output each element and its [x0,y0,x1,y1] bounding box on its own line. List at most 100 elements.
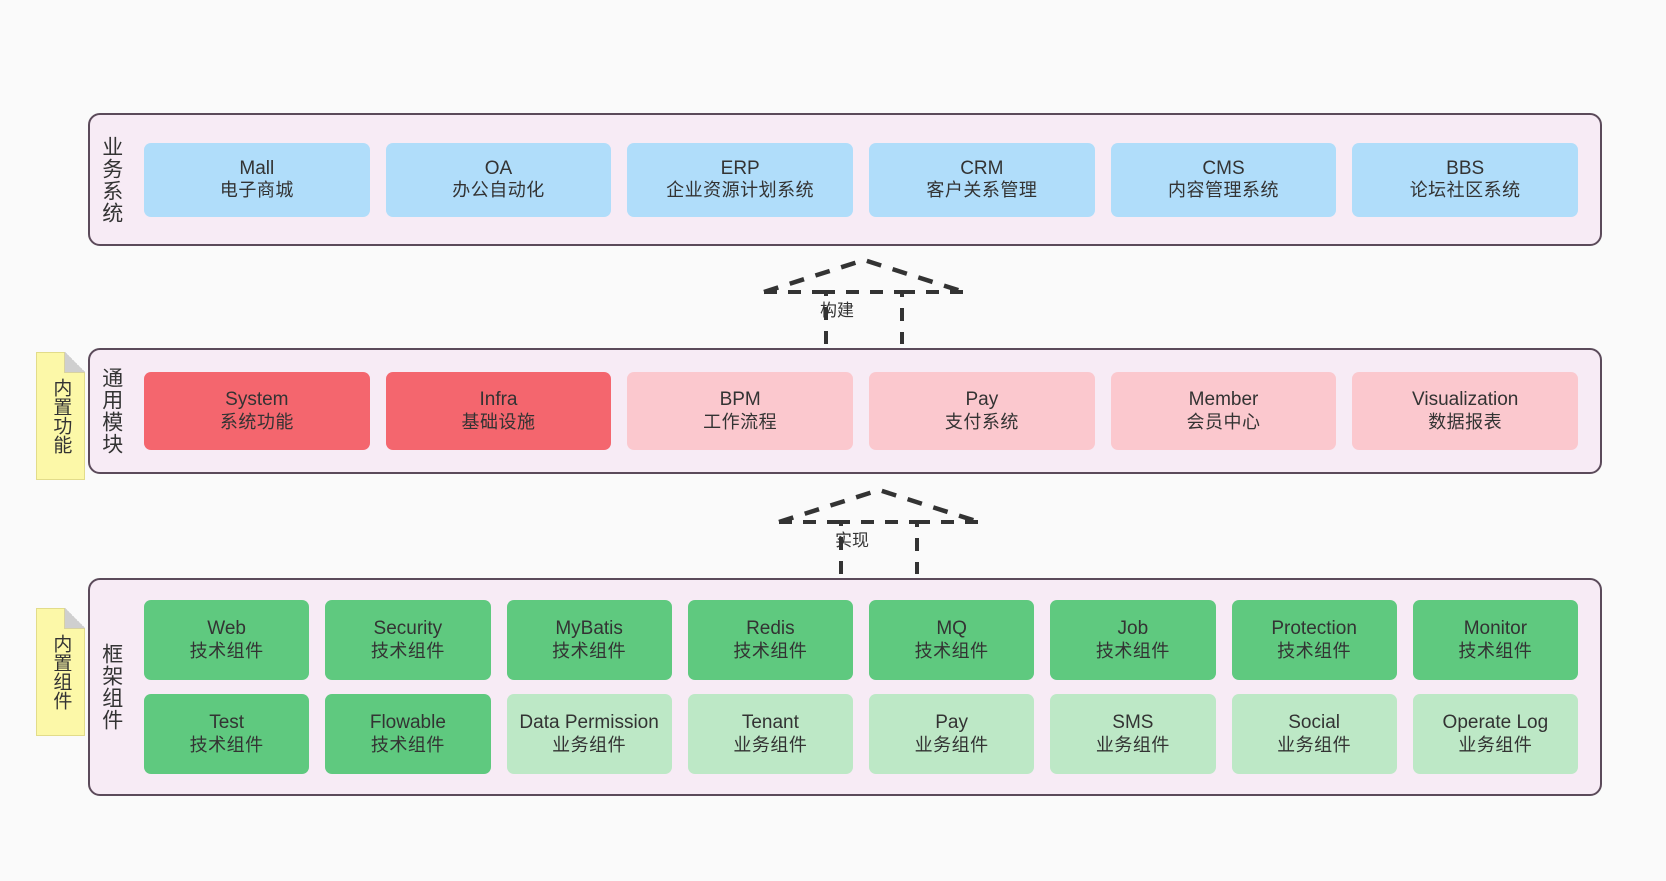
layer-label-common-module: 通用模块 [99,367,123,455]
card-subtitle: 系统功能 [219,411,294,432]
card-subtitle: 技术组件 [552,640,627,661]
card-subtitle: 技术组件 [733,640,808,661]
card-subtitle: 技术组件 [1095,640,1170,661]
card-job[interactable]: Job 技术组件 [1050,600,1216,680]
card-subtitle: 业务组件 [733,734,808,755]
card-title: CRM [960,157,1004,179]
card-title: Tenant [741,712,799,734]
card-row: System 系统功能 Infra 基础设施 BPM 工作流程 Pay 支付系统… [136,372,1586,450]
card-title: Job [1117,618,1149,640]
card-title: Redis [746,618,795,640]
card-title: Monitor [1463,618,1528,640]
card-social[interactable]: Social 业务组件 [1231,694,1397,774]
card-visualization[interactable]: Visualization 数据报表 [1352,372,1579,450]
arrow-build-glyph [763,257,965,344]
card-test[interactable]: Test 技术组件 [144,694,310,774]
card-title: Data Permission [519,712,659,734]
card-title: BPM [719,389,761,411]
card-sms[interactable]: SMS 业务组件 [1050,694,1216,774]
card-row: Mall 电子商城 OA 办公自动化 ERP 企业资源计划系统 CRM 客户关系… [136,142,1586,217]
card-subtitle: 技术组件 [1458,640,1533,661]
card-title: Member [1188,389,1259,411]
card-subtitle: 数据报表 [1428,411,1503,432]
card-oa[interactable]: OA 办公自动化 [385,142,612,217]
card-security[interactable]: Security 技术组件 [325,600,491,680]
layer-common-module: 通用模块 System 系统功能 Infra 基础设施 BPM 工作流程 Pay… [88,348,1602,474]
card-title: BBS [1446,157,1485,179]
card-mybatis[interactable]: MyBatis 技术组件 [506,600,672,680]
card-title: Test [209,712,245,734]
card-subtitle: 技术组件 [914,640,989,661]
note-builtin-function-text: 内置功能 [50,378,72,454]
card-mq[interactable]: MQ 技术组件 [869,600,1035,680]
card-erp[interactable]: ERP 企业资源计划系统 [627,142,854,217]
layer-business-system: 业务系统 Mall 电子商城 OA 办公自动化 ERP 企业资源计划系统 CRM… [88,113,1602,246]
card-subtitle: 业务组件 [914,734,989,755]
card-crm[interactable]: CRM 客户关系管理 [869,142,1095,217]
card-pay-component[interactable]: Pay 业务组件 [869,694,1035,774]
arrow-implement-label: 实现 [835,531,869,550]
card-row: Test 技术组件 Flowable 技术组件 Data Permission … [136,694,1586,774]
card-flowable[interactable]: Flowable 技术组件 [325,694,491,774]
card-cms[interactable]: CMS 内容管理系统 [1110,142,1337,217]
card-title: Pay [965,389,999,411]
note-builtin-component: 内置组件 [36,608,85,736]
card-title: MQ [936,618,967,640]
arrow-build-label: 构建 [820,301,854,320]
arrow-implement-glyph [778,487,980,574]
card-title: Infra [479,389,518,411]
card-subtitle: 支付系统 [944,411,1019,432]
layer-body-business-system: Mall 电子商城 OA 办公自动化 ERP 企业资源计划系统 CRM 客户关系… [132,115,1600,244]
card-title: Web [207,618,246,640]
card-title: Protection [1271,618,1357,640]
card-subtitle: 论坛社区系统 [1409,180,1521,201]
card-system[interactable]: System 系统功能 [144,372,370,450]
card-row: Web 技术组件 Security 技术组件 MyBatis 技术组件 Redi… [136,600,1586,680]
card-data-permission[interactable]: Data Permission 业务组件 [506,694,672,774]
card-protection[interactable]: Protection 技术组件 [1231,600,1397,680]
card-title: Pay [935,712,968,734]
card-subtitle: 业务组件 [1458,734,1533,755]
card-subtitle: 工作流程 [703,411,778,432]
card-title: MyBatis [555,618,623,640]
card-title: Flowable [369,712,446,734]
card-subtitle: 业务组件 [1277,734,1352,755]
card-subtitle: 技术组件 [370,734,445,755]
card-operate-log[interactable]: Operate Log 业务组件 [1412,694,1578,774]
card-monitor[interactable]: Monitor 技术组件 [1412,600,1578,680]
card-subtitle: 企业资源计划系统 [666,180,815,201]
card-title: CMS [1202,157,1245,179]
card-title: ERP [720,157,760,179]
card-title: OA [484,157,513,179]
card-tenant[interactable]: Tenant 业务组件 [687,694,853,774]
card-subtitle: 技术组件 [1277,640,1352,661]
layer-body-framework-component: Web 技术组件 Security 技术组件 MyBatis 技术组件 Redi… [132,580,1600,794]
card-subtitle: 业务组件 [552,734,627,755]
layer-body-common-module: System 系统功能 Infra 基础设施 BPM 工作流程 Pay 支付系统… [132,350,1600,472]
card-member[interactable]: Member 会员中心 [1110,372,1337,450]
card-bpm[interactable]: BPM 工作流程 [627,372,854,450]
card-pay-module[interactable]: Pay 支付系统 [869,372,1095,450]
card-bbs[interactable]: BBS 论坛社区系统 [1352,142,1579,217]
card-title: Security [373,618,443,640]
card-title: SMS [1112,712,1154,734]
card-title: Visualization [1412,389,1519,411]
card-title: System [225,389,289,411]
card-subtitle: 会员中心 [1186,411,1261,432]
card-mall[interactable]: Mall 电子商城 [144,142,370,217]
card-subtitle: 技术组件 [189,734,264,755]
card-subtitle: 业务组件 [1095,734,1170,755]
card-title: Operate Log [1442,712,1549,734]
layer-label-business-system: 业务系统 [99,135,123,224]
card-redis[interactable]: Redis 技术组件 [687,600,853,680]
card-title: Social [1288,712,1340,734]
card-infra[interactable]: Infra 基础设施 [385,372,612,450]
card-subtitle: 技术组件 [189,640,264,661]
layer-label-framework-component: 框架组件 [99,643,123,731]
card-subtitle: 基础设施 [461,411,536,432]
arrow-implement: 实现 [763,486,980,578]
card-web[interactable]: Web 技术组件 [144,600,310,680]
card-title: Mall [239,157,275,179]
arrow-build: 构建 [748,256,965,348]
